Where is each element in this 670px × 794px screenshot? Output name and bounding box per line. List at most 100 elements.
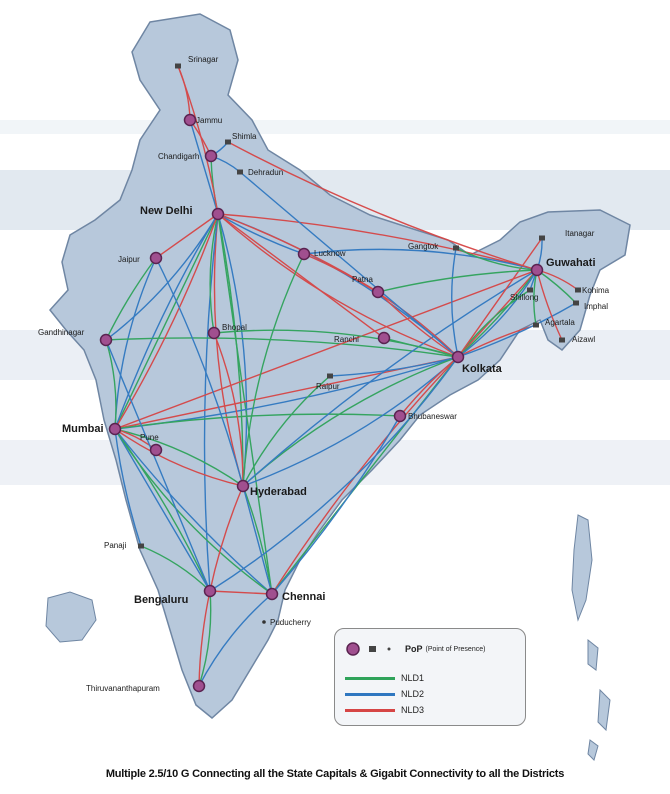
node-dehradun: [237, 169, 243, 175]
legend-pop-label: PoP: [405, 644, 423, 654]
legend-nld3-swatch: [345, 708, 395, 712]
network-nodes: [99, 63, 581, 693]
node-itanagar: [539, 235, 545, 241]
map-caption: Multiple 2.5/10 G Connecting all the Sta…: [105, 768, 565, 780]
legend-nld1-label: NLD1: [401, 673, 425, 683]
label-bhubaneswar: Bhubaneswar: [408, 412, 457, 421]
link-panaji-mumbai: [114, 428, 142, 547]
link-mumbai-hyderabad: [114, 428, 244, 487]
link-chennai-bhubaneswar: [271, 415, 401, 595]
node-gandhinagar: [99, 333, 113, 347]
label-imphal: Imphal: [584, 302, 608, 311]
node-mumbai: [108, 422, 122, 436]
node-puducherry: [262, 620, 266, 624]
node-hyderabad: [236, 479, 250, 493]
label-hyderabad: Hyderabad: [250, 486, 307, 498]
link-bengaluru-thiruvananthapuram: [198, 590, 211, 687]
link-mumbai-chennai: [114, 428, 273, 595]
link-gandhinagar-mumbai: [105, 339, 117, 430]
node-bhubaneswar: [393, 409, 407, 423]
link-patna-guwahati: [377, 269, 538, 293]
label-dehradun: Dehradun: [248, 168, 283, 177]
link-new_delhi-guwahati: [217, 213, 538, 271]
andaman-nicobar-islands: [571, 514, 611, 761]
link-hyderabad-chennai: [242, 485, 273, 595]
label-ranchi: Ranchi: [334, 335, 359, 344]
label-kohima: Kohima: [582, 286, 610, 295]
label-gandhinagar: Gandhinagar: [38, 328, 85, 337]
label-pune: Pune: [140, 433, 159, 442]
link-new_delhi-mumbai: [114, 213, 219, 430]
link-gandhinagar-bengaluru: [105, 339, 211, 592]
link-mumbai-hyderabad: [114, 428, 244, 487]
label-puducherry: Puducherry: [270, 618, 311, 627]
link-chennai-thiruvananthapuram: [198, 593, 273, 687]
link-bhopal-kolkata: [213, 329, 459, 358]
link-bengaluru-kolkata: [209, 356, 459, 592]
node-aizawl: [559, 337, 565, 343]
label-thiruvananthapuram: Thiruvananthapuram: [86, 684, 160, 693]
legend-pop-desc: (Point of Presence): [425, 645, 486, 653]
link-hyderabad-chennai: [242, 485, 273, 595]
link-hyderabad-bengaluru: [209, 485, 244, 592]
link-kolkata-patna: [377, 291, 459, 358]
legend-nld1-row: NLD1: [345, 673, 424, 683]
label-mumbai: Mumbai: [62, 423, 104, 435]
node-chandigarh: [204, 149, 218, 163]
label-bhopal: Bhopal: [222, 323, 247, 332]
link-kolkata-gangtok: [451, 247, 459, 358]
link-panaji-bengaluru: [140, 545, 211, 592]
link-kolkata-imphal: [457, 302, 577, 358]
node-kohima: [575, 287, 581, 293]
label-itanagar: Itanagar: [565, 229, 595, 238]
node-bhopal: [207, 326, 221, 340]
link-new_delhi-hyderabad: [213, 213, 244, 487]
city-labels: Srinagar Jammu Shimla Chandigarh Dehradu…: [38, 55, 610, 693]
label-jaipur: Jaipur: [118, 255, 140, 264]
node-srinagar: [175, 63, 181, 69]
node-panaji: [138, 543, 144, 549]
lakshadweep-islands: [45, 591, 97, 643]
label-aizawl: Aizawl: [572, 335, 595, 344]
link-new_delhi-bhopal: [209, 213, 219, 334]
node-lucknow: [297, 247, 311, 261]
legend-pop-row: PoP (Point of Presence): [345, 641, 485, 657]
node-chennai: [265, 587, 279, 601]
link-chennai-kolkata: [271, 356, 459, 595]
link-new_delhi-ranchi: [217, 213, 385, 339]
node-pune: [149, 443, 163, 457]
node-jaipur: [149, 251, 163, 265]
link-new_delhi-lucknow: [217, 213, 305, 255]
label-chandigarh: Chandigarh: [158, 152, 199, 161]
legend-nld3-row: NLD3: [345, 705, 424, 715]
link-mumbai-bengaluru: [114, 428, 211, 592]
link-kolkata-guwahati: [457, 269, 538, 358]
link-mumbai-bhubaneswar: [114, 413, 401, 430]
link-kolkata-guwahati: [457, 269, 538, 358]
link-mumbai-new_delhi: [114, 213, 219, 430]
label-bengaluru: Bengaluru: [134, 594, 188, 606]
link-jammu-new_delhi: [189, 119, 219, 215]
network-links: [105, 65, 579, 687]
node-agartala: [533, 322, 539, 328]
link-kolkata-agartala: [457, 324, 537, 358]
node-gangtok: [453, 245, 459, 251]
link-jaipur-hyderabad: [155, 257, 244, 487]
link-mumbai-guwahati: [114, 269, 538, 430]
legend-nld1-swatch: [345, 676, 395, 680]
legend-nld3-label: NLD3: [401, 705, 425, 715]
label-lucknow: Lucknow: [314, 249, 346, 258]
link-hyderabad-bhopal: [213, 332, 244, 487]
label-shimla: Shimla: [232, 132, 257, 141]
link-guwahati-aizawl: [536, 269, 563, 341]
legend: PoP (Point of Presence) NLD1 NLD2 NLD3: [334, 628, 526, 726]
link-hyderabad-kolkata: [242, 356, 459, 487]
label-raipur: Raipur: [316, 382, 340, 391]
label-guwahati: Guwahati: [546, 257, 596, 269]
label-patna: Patna: [352, 275, 373, 284]
pop-symbol-icon: [346, 642, 391, 656]
link-new_delhi-hyderabad: [217, 213, 248, 487]
link-new_delhi-jaipur: [155, 213, 219, 259]
link-new_delhi-kolkata: [217, 213, 459, 358]
link-kolkata-bhubaneswar: [399, 356, 459, 417]
